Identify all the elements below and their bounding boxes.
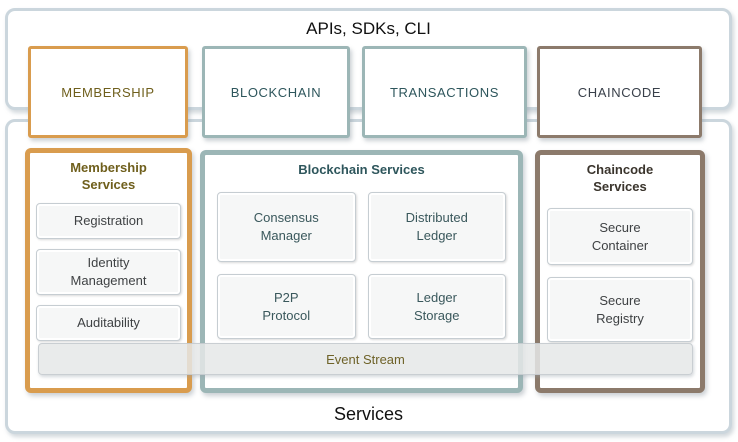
blockchain-services-title: Blockchain Services <box>298 162 425 177</box>
secure-container-label: Secure Container <box>591 219 649 253</box>
chaincode-api-label: CHAINCODE <box>577 84 662 100</box>
transactions-api-label: TRANSACTIONS <box>389 84 500 100</box>
blockchain-api-label: BLOCKCHAIN <box>230 84 322 100</box>
blockchain-services-grid: Consensus Manager Distributed Ledger P2P… <box>217 192 506 339</box>
distributed-ledger-box: Distributed Ledger <box>367 192 506 262</box>
secure-registry-box: Secure Registry <box>547 277 693 342</box>
chaincode-services-title: Chaincode Services <box>586 162 654 194</box>
chaincode-api-box: CHAINCODE <box>537 46 702 138</box>
identity-management-box: Identity Management <box>36 249 181 295</box>
auditability-box: Auditability <box>36 305 181 341</box>
consensus-manager-label: Consensus Manager <box>253 210 319 243</box>
registration-label: Registration <box>73 213 144 228</box>
ledger-storage-label: Ledger Storage <box>413 289 460 323</box>
transactions-api-box: TRANSACTIONS <box>362 46 527 138</box>
blockchain-api-box: BLOCKCHAIN <box>202 46 350 138</box>
ledger-storage-box: Ledger Storage <box>367 274 506 339</box>
consensus-manager-box: Consensus Manager <box>217 192 356 262</box>
secure-container-box: Secure Container <box>547 208 693 265</box>
auditability-label: Auditability <box>77 315 140 330</box>
p2p-protocol-box: P2P Protocol <box>217 274 356 339</box>
membership-api-box: MEMBERSHIP <box>28 46 188 138</box>
event-stream-bar: Event Stream <box>38 343 693 375</box>
membership-services-title: Membership Services <box>70 160 147 192</box>
services-layer-title: Services <box>333 404 404 424</box>
identity-management-label: Identity Management <box>70 255 147 288</box>
event-stream-label: Event Stream <box>326 351 405 367</box>
p2p-protocol-label: P2P Protocol <box>262 289 311 323</box>
registration-box: Registration <box>36 203 181 239</box>
secure-registry-label: Secure Registry <box>596 292 644 326</box>
api-layer-title: APIs, SDKs, CLI <box>306 19 431 38</box>
membership-api-label: MEMBERSHIP <box>61 84 155 100</box>
distributed-ledger-label: Distributed Ledger <box>405 210 468 243</box>
